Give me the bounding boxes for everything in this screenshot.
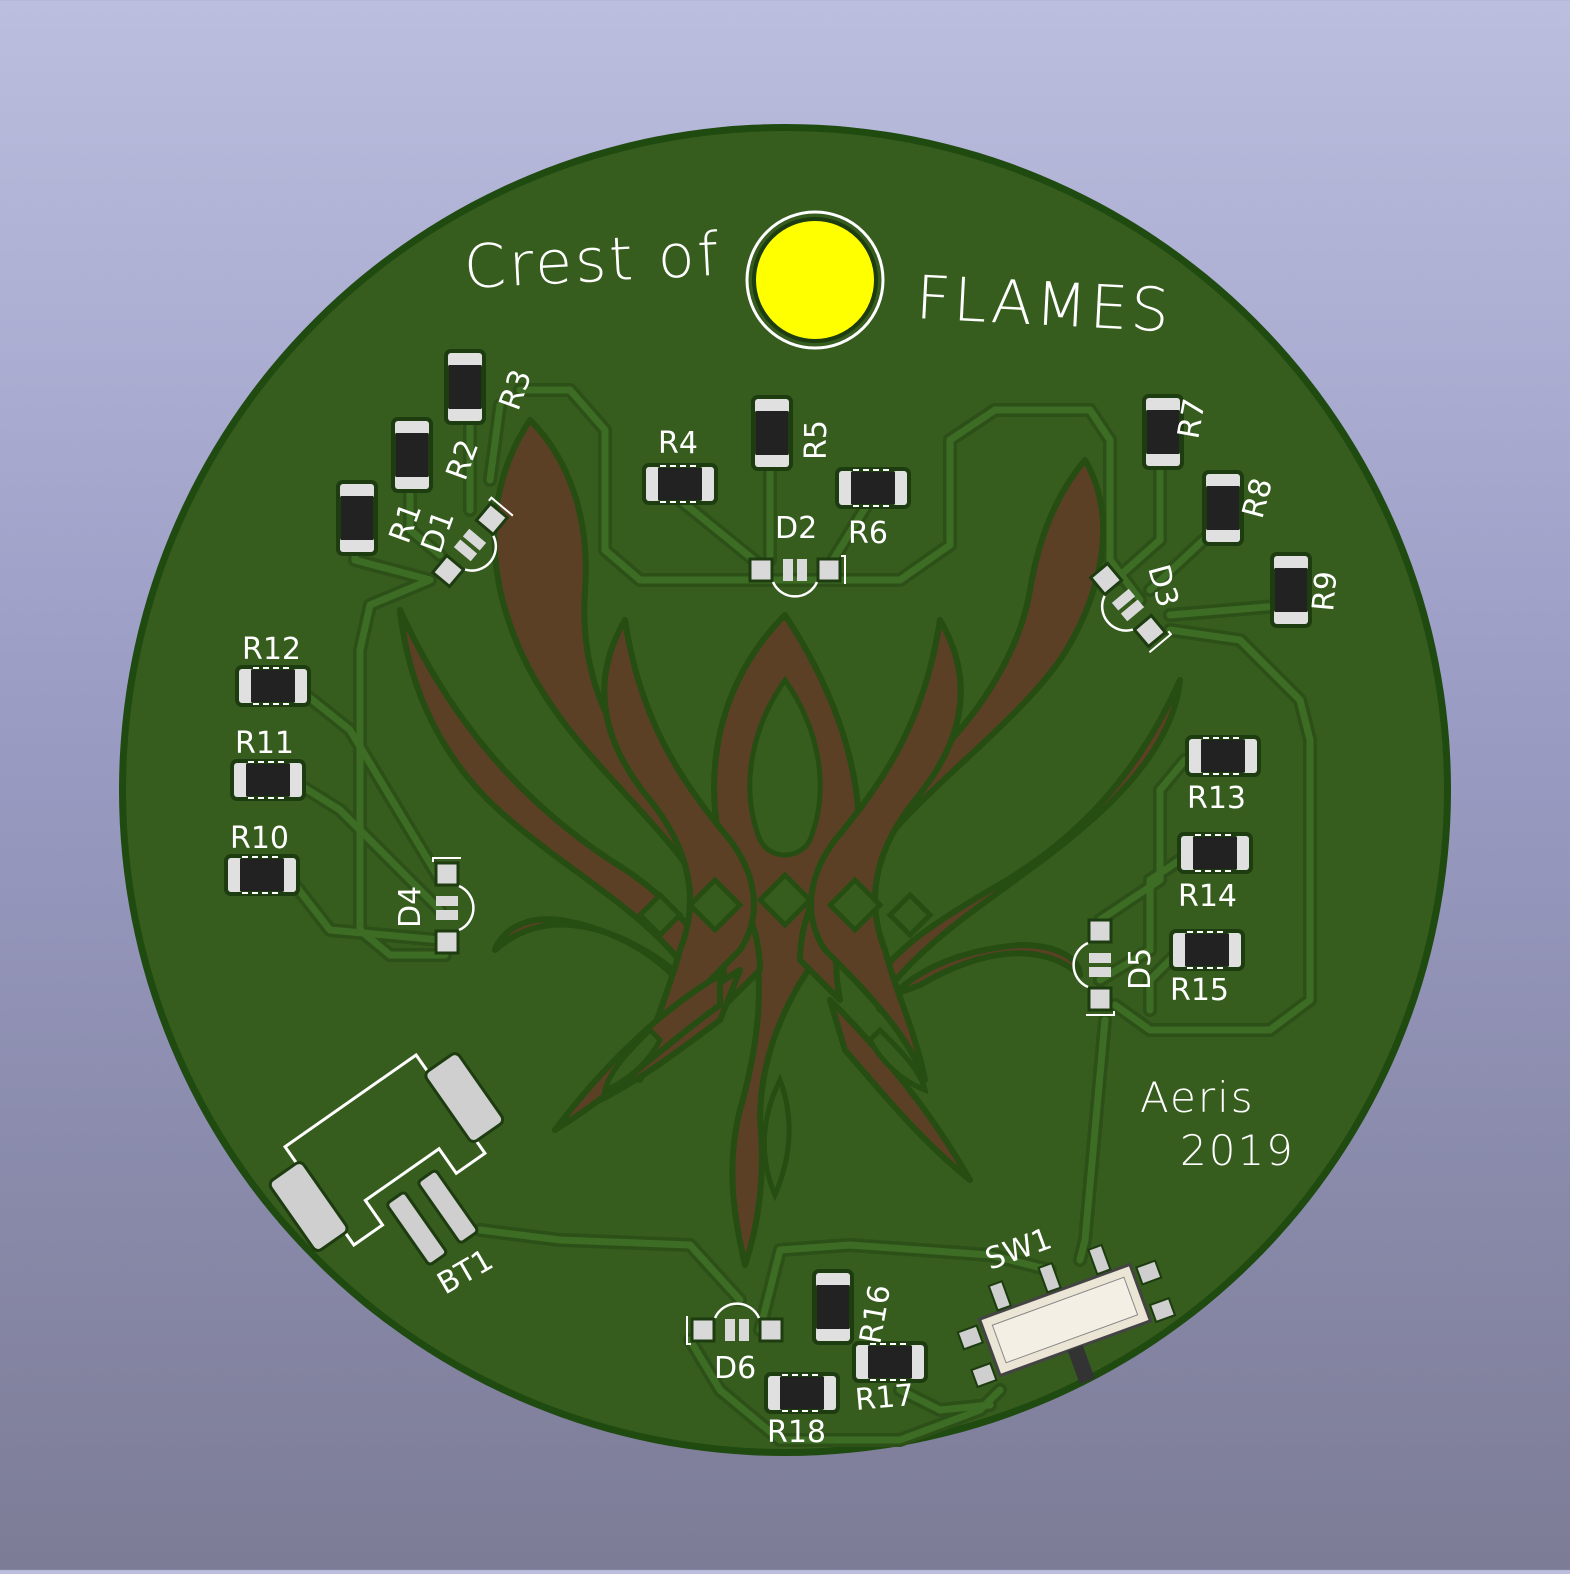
label-r10: R10 xyxy=(230,821,289,856)
resistor-r15 xyxy=(1168,928,1246,972)
resistor-r1 xyxy=(336,480,378,556)
resistor-r5 xyxy=(751,395,793,471)
label-r4: R4 xyxy=(658,426,698,461)
resistor-r13 xyxy=(1184,734,1262,778)
resistor-r2 xyxy=(391,417,433,493)
label-d2: D2 xyxy=(775,511,817,546)
label-d4: D4 xyxy=(393,886,428,928)
label-r18: R18 xyxy=(767,1415,826,1450)
label-r7: R7 xyxy=(1171,396,1212,441)
slide-switch-sw1 xyxy=(956,1243,1177,1389)
silkscreen-labels: R1 R2 R3 R4 R5 R6 R7 R8 R9 R10 R11 R12 R… xyxy=(230,365,1344,1450)
copper-trace-highlights xyxy=(291,376,1314,1444)
label-r15: R15 xyxy=(1170,973,1229,1008)
big-yellow-led xyxy=(752,217,878,343)
label-r17: R17 xyxy=(854,1378,916,1418)
resistor-r12 xyxy=(234,664,312,708)
board-title-right: FLAMES xyxy=(914,263,1173,346)
resistor-r3 xyxy=(444,349,486,425)
label-r9: R9 xyxy=(1306,570,1344,613)
label-r13: R13 xyxy=(1187,781,1246,816)
author-credit: Aeris xyxy=(1140,1073,1255,1122)
resistor-r9 xyxy=(1270,552,1312,628)
emblem-inner-cutouts xyxy=(601,675,934,1202)
label-r14: R14 xyxy=(1178,879,1237,914)
board-title-left: Crest of xyxy=(462,220,723,303)
label-d6: D6 xyxy=(714,1351,756,1386)
resistor-r18 xyxy=(763,1371,841,1415)
resistor-r10 xyxy=(223,853,301,897)
label-r6: R6 xyxy=(848,516,888,551)
year-credit: 2019 xyxy=(1180,1126,1295,1175)
resistor-r11 xyxy=(229,758,307,802)
resistor-r6 xyxy=(834,466,912,510)
resistor-r17 xyxy=(851,1340,929,1384)
resistor-r14 xyxy=(1176,831,1254,875)
label-r12: R12 xyxy=(242,632,301,667)
label-r11: R11 xyxy=(235,726,294,761)
resistor-r4 xyxy=(641,462,719,506)
label-d5: D5 xyxy=(1123,948,1158,990)
label-r5: R5 xyxy=(799,420,834,460)
battery-holder-bt1 xyxy=(268,1052,505,1266)
resistor-r16 xyxy=(812,1269,854,1345)
